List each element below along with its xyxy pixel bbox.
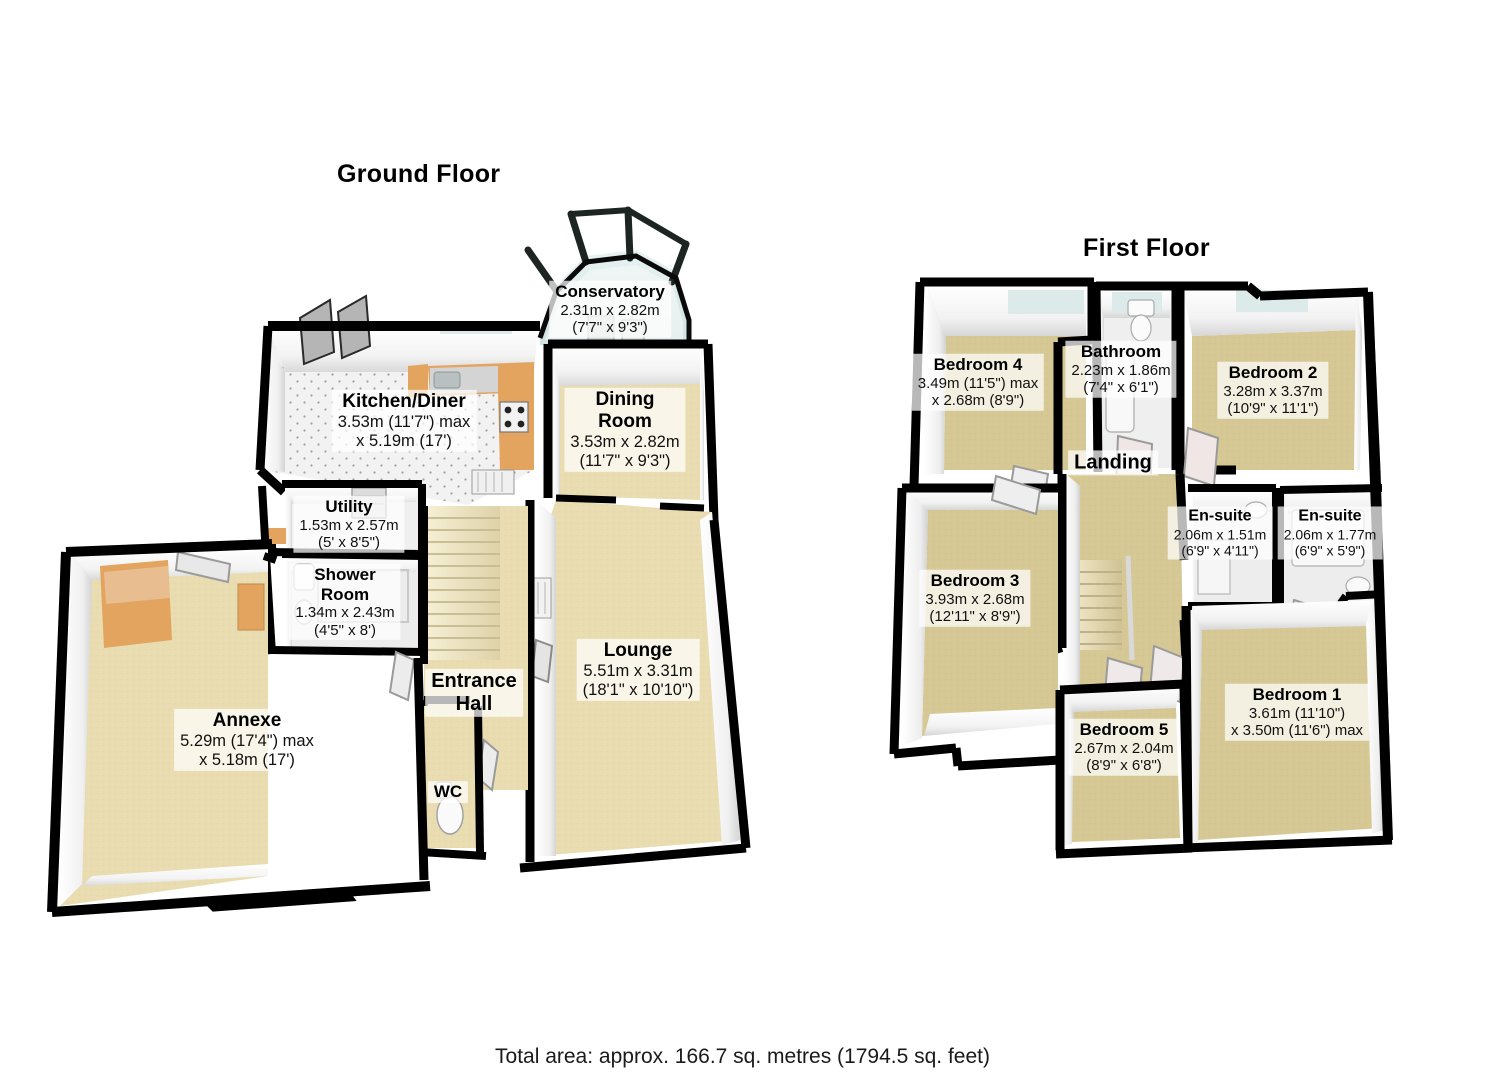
room-label-kitchen-diner: Kitchen/Diner 3.53m (11'7") max x 5.19m … (331, 389, 477, 453)
ground-floor-title: Ground Floor (337, 160, 501, 188)
ground-floor-plan (47, 206, 751, 917)
room-label-bedroom-4: Bedroom 4 3.49m (11'5") max x 2.68m (8'9… (911, 353, 1045, 411)
room-label-bedroom-1: Bedroom 1 3.61m (11'10") x 3.50m (11'6")… (1224, 683, 1370, 741)
room-label-conservatory: Conservatory 2.31m x 2.82m (7'7" x 9'3") (549, 280, 671, 338)
room-label-ensuite-right: En-suite 2.06m x 1.77m (6'9" x 5'9") (1277, 506, 1383, 560)
room-label-bedroom-5: Bedroom 5 2.67m x 2.04m (8'9" x 6'8") (1068, 718, 1180, 776)
room-kitchen-diner (255, 294, 540, 505)
room-label-bathroom: Bathroom 2.23m x 1.86m (7'4" x 6'1") (1065, 340, 1177, 398)
room-label-dining-room: Dining Room 3.53m x 2.82m (11'7" x 9'3") (564, 387, 686, 473)
room-label-shower-room: Shower Room 1.34m x 2.43m (4'5" x 8') (289, 563, 401, 641)
first-floor-title: First Floor (1083, 234, 1210, 262)
room-annexe (47, 539, 431, 917)
room-label-entrance-hall: Entrance Hall (425, 668, 523, 718)
room-label-lounge: Lounge 5.51m x 3.31m (18'1" x 10'10") (576, 638, 700, 702)
room-label-utility: Utility 1.53m x 2.57m (5' x 8'5") (293, 495, 405, 553)
room-label-bedroom-2: Bedroom 2 3.28m x 3.37m (10'9" x 11'1") (1217, 361, 1329, 419)
room-label-annexe: Annexe 5.29m (17'4") max x 5.18m (17') (174, 708, 320, 772)
room-label-bedroom-3: Bedroom 3 3.93m x 2.68m (12'11" x 8'9") (919, 569, 1031, 627)
room-bedroom-1 (1181, 469, 1393, 853)
room-label-wc: WC (427, 781, 469, 803)
room-wc (419, 705, 500, 860)
room-label-ensuite-left: En-suite 2.06m x 1.51m (6'9" x 4'11") (1167, 506, 1273, 560)
staircase-ground (424, 506, 500, 660)
total-area-text: Total area: approx. 166.7 sq. metres (17… (495, 1045, 990, 1068)
room-label-landing: Landing (1068, 450, 1158, 476)
